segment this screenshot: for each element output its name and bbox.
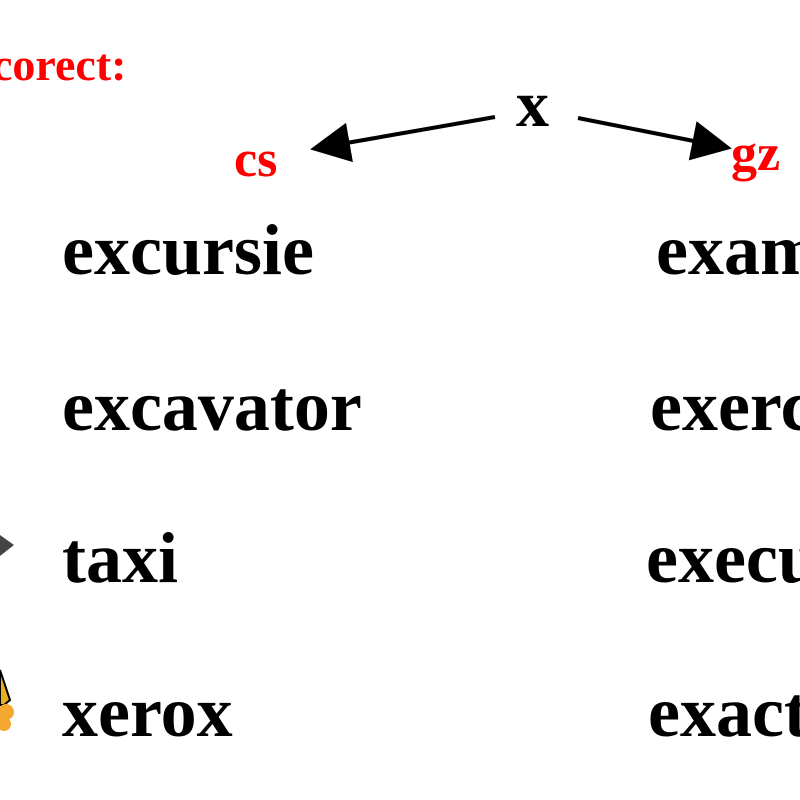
arrow-left: [310, 115, 496, 163]
right-word: execu: [646, 518, 800, 598]
left-word: excavator: [62, 366, 362, 446]
branch-left: cs: [234, 131, 278, 188]
cartoon-figure-icon: [0, 669, 14, 731]
right-word: exerc: [650, 366, 800, 446]
right-word: exam: [656, 210, 800, 290]
heading: corect:: [0, 39, 127, 90]
arrow-right: [577, 116, 732, 161]
left-word: taxi: [62, 518, 178, 598]
pointer-hat-icon: [0, 535, 14, 556]
left-word: xerox: [62, 672, 233, 752]
right-word: exact: [648, 672, 800, 752]
root-letter: x: [516, 68, 549, 141]
left-word: excursie: [62, 210, 314, 290]
branch-right: gz: [731, 125, 781, 182]
